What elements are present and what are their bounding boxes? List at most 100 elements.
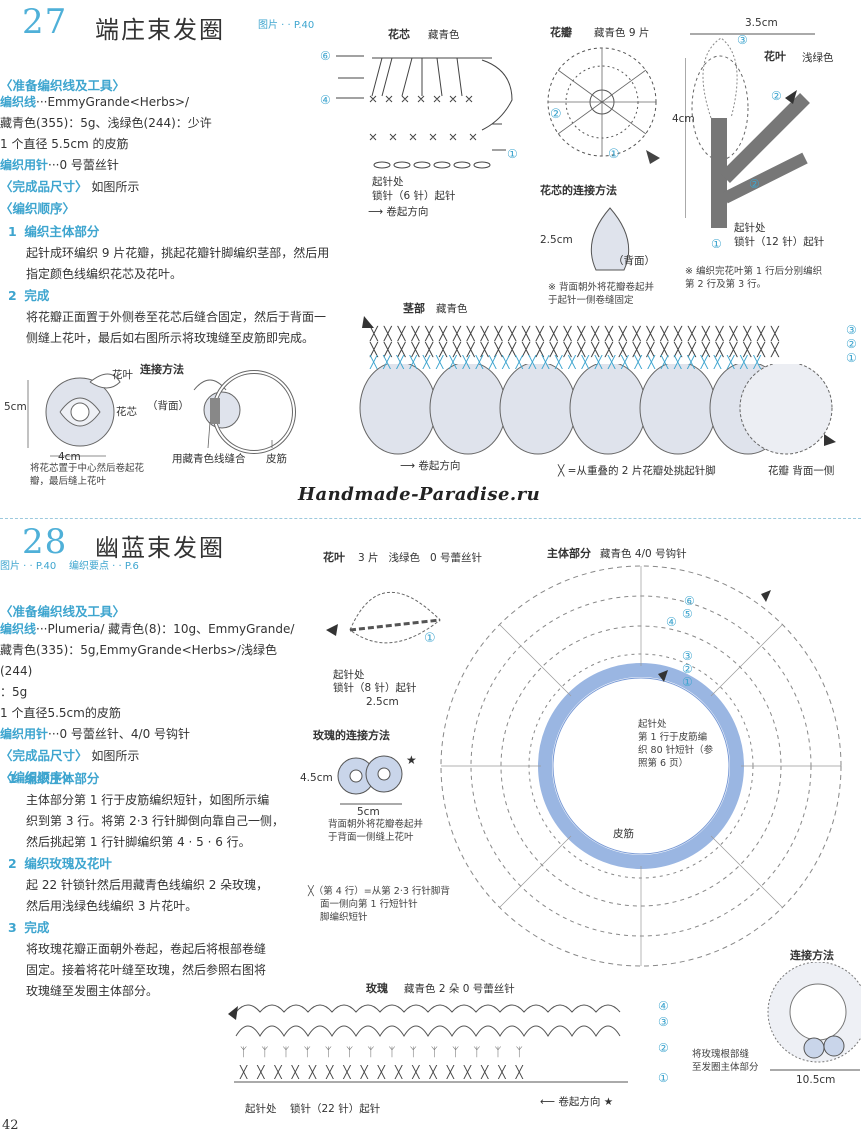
main-elastic: 皮筋 bbox=[613, 828, 634, 840]
svg-text:①: ① bbox=[424, 631, 436, 646]
leaf-title-28: 花叶 bbox=[323, 551, 345, 564]
lbl-5cm: 5cm bbox=[4, 401, 27, 413]
leaf-note-2: 第 2 行及第 3 行。 bbox=[685, 279, 767, 290]
s28-step2-title: 编织玫瑰及花叶 bbox=[24, 856, 112, 871]
stem-petal: 花瓣 背面一侧 bbox=[768, 465, 835, 477]
s28-step2-t2: 然后用浅绿色线编织 3 片花叶。 bbox=[26, 899, 198, 913]
petal-title: 花瓣 bbox=[550, 26, 572, 39]
s28-step1-t1: 主体部分第 1 行于皮筋编织短针，如图所示编 bbox=[26, 793, 270, 807]
svg-text:②: ② bbox=[846, 337, 857, 351]
section-divider bbox=[0, 518, 861, 519]
step2-title: 完成 bbox=[24, 288, 50, 303]
svg-text:①: ① bbox=[608, 147, 620, 162]
step2-text2: 侧缝上花叶，最后如右图所示将玫瑰缝至皮筋即完成。 bbox=[26, 331, 315, 345]
rose-45: 4.5cm bbox=[300, 772, 333, 784]
s28-step1-title: 编织主体部分 bbox=[24, 771, 100, 786]
leaf-chain-28: 锁针（8 针）起针 bbox=[333, 682, 417, 694]
steps-28: 1 编织主体部分 主体部分第 1 行于皮筋编织短针，如图所示编 织到第 3 行。… bbox=[8, 768, 308, 1002]
core-start: 起针处 bbox=[372, 176, 404, 188]
yarn-line3-28: ：5g bbox=[0, 685, 28, 699]
lbl-leaf: 花叶 bbox=[112, 369, 133, 381]
yarn-line2-28: 藏青色(335)：5g,EmmyGrande<Herbs>/浅绿色(244) bbox=[0, 643, 277, 678]
rose-conn-illustration: ★ bbox=[337, 753, 417, 805]
size-header: 〈完成品尺寸〉 bbox=[0, 179, 88, 194]
watermark: Handmade-Paradise.ru bbox=[298, 484, 541, 505]
rose-dir-text: 卷起方向 bbox=[558, 1096, 601, 1108]
materials-27: 编织线···EmmyGrande<Herbs>/ 藏青色(355)：5g、浅绿色… bbox=[0, 92, 350, 219]
svg-text:③: ③ bbox=[846, 323, 857, 337]
rose-info: 藏青色 2 朵 0 号蕾丝针 bbox=[404, 983, 515, 995]
svg-text:②: ② bbox=[771, 89, 782, 103]
photo-ref-27: 图片 · · P.40 bbox=[258, 20, 315, 31]
s28-step3-t1: 将玫瑰花瓣正面朝外卷起，卷起后将根部卷缝 bbox=[26, 942, 267, 956]
yarn-line4-28: 1 个直径5.5cm的皮筋 bbox=[0, 706, 121, 720]
rose-5cm: 5cm bbox=[357, 806, 380, 818]
svg-text:①: ① bbox=[507, 147, 518, 161]
step1-num: 1 bbox=[8, 224, 17, 239]
materials-header-27: 〈准备编织线及工具〉 bbox=[0, 78, 126, 93]
conn-note-2: 至发圈主体部分 bbox=[692, 1062, 759, 1073]
svg-text:③: ③ bbox=[737, 33, 748, 47]
yarn-label-28: 编织线 bbox=[0, 622, 37, 636]
lbl-back: （背面） bbox=[147, 400, 189, 412]
stem-dir: ⟶ 卷起方向 bbox=[400, 460, 461, 472]
svg-text:④: ④ bbox=[666, 615, 677, 629]
main-start-2: 第 1 行于皮筋编 bbox=[638, 732, 708, 743]
leaf-start-27: 起针处 bbox=[734, 222, 766, 234]
svg-text:④: ④ bbox=[320, 93, 331, 107]
pattern-title-27: 端庄束发圈 bbox=[95, 16, 225, 44]
leaf-chart-28: ① bbox=[326, 592, 441, 646]
needle-text: ···0 号蕾丝针 bbox=[48, 158, 119, 172]
core-dir-text: 卷起方向 bbox=[386, 206, 429, 218]
s28-step2-num: 2 bbox=[8, 856, 17, 871]
stem-dir-text: 卷起方向 bbox=[418, 460, 461, 472]
leaf-title-27: 花叶 bbox=[764, 50, 786, 63]
rose-note-1: 背面朝外将花瓣卷起并 bbox=[328, 819, 424, 830]
leaf-25-28: 2.5cm bbox=[366, 696, 399, 708]
x-note-1: ╳（第 4 行）=从第 2·3 行针脚背 bbox=[308, 886, 450, 897]
leaf-chart-27: ③ ② ② ① bbox=[685, 33, 815, 248]
petal-chart: ② ① bbox=[547, 47, 660, 164]
note-rose-1: 将花芯置于中心然后卷起花 bbox=[30, 463, 145, 474]
step1-title: 编织主体部分 bbox=[24, 224, 100, 239]
stem-color: 藏青色 bbox=[436, 303, 468, 315]
order-header-28: 〈编织顺序〉 bbox=[0, 770, 76, 785]
core-chart: ⑥ ④ ① bbox=[320, 49, 518, 169]
core-conn-title: 花芯的连接方法 bbox=[540, 184, 617, 197]
rose-start: 起针处 bbox=[245, 1103, 277, 1115]
yarn-text-28: ···Plumeria/ 藏青色(8)：10g、EmmyGrande/ bbox=[36, 622, 295, 636]
svg-text:╳╳╳╳╳╳╳╳╳╳╳╳╳╳╳╳╳╳╳╳╳╳╳╳╳╳╳╳╳╳: ╳╳╳╳╳╳╳╳╳╳╳╳╳╳╳╳╳╳╳╳╳╳╳╳╳╳╳╳╳╳ bbox=[369, 325, 785, 342]
conn-title-28: 连接方法 bbox=[790, 949, 834, 962]
core-dir: ⟶ 卷起方向 bbox=[368, 206, 429, 218]
s28-step3-t2: 固定。接着将花叶缝至玫瑰，然后参照右图将 bbox=[26, 963, 267, 977]
s28-step2-t1: 起 22 针锁针然后用藏青色线编织 2 朵玫瑰， bbox=[26, 878, 269, 892]
rose-chain: 锁针（22 针）起针 bbox=[290, 1103, 381, 1115]
conn-size-28: 10.5cm bbox=[796, 1074, 836, 1086]
note-rose: 将花芯置于中心然后卷起花 瓣，最后缝上花叶 bbox=[30, 462, 144, 488]
materials-28: 编织线···Plumeria/ 藏青色(8)：10g、EmmyGrande/ 藏… bbox=[0, 619, 300, 788]
materials-header-28: 〈准备编织线及工具〉 bbox=[0, 604, 126, 619]
petal-color: 藏青色 9 片 bbox=[594, 27, 650, 39]
svg-text:①: ① bbox=[658, 1071, 669, 1085]
needle-label: 编织用针 bbox=[0, 158, 49, 172]
main-ring-chart: ⑥ ⑤ ④ ③ ② ① bbox=[440, 565, 842, 967]
rose-title: 玫瑰 bbox=[366, 982, 388, 995]
svg-text:★: ★ bbox=[406, 753, 417, 767]
order-header: 〈编织顺序〉 bbox=[0, 201, 76, 216]
stem-chart: ╳╳╳╳╳╳╳╳╳╳╳╳╳╳╳╳╳╳╳╳╳╳╳╳╳╳╳╳╳╳ ╳╳╳╳╳╳╳╳╳… bbox=[359, 316, 857, 455]
pattern-title-28: 幽蓝束发圈 bbox=[95, 534, 225, 562]
leaf-info-28: 3 片 浅绿色 0 号蕾丝针 bbox=[358, 552, 483, 564]
step1-text1: 起针成环编织 9 片花瓣，挑起花瓣针脚编织茎部，然后用 bbox=[26, 246, 330, 260]
svg-text:①: ① bbox=[711, 237, 722, 248]
pattern-number-28: 28 bbox=[22, 522, 68, 562]
main-start-4: 照第 6 页） bbox=[638, 758, 689, 769]
s28-step3-num: 3 bbox=[8, 920, 17, 935]
yarn-line2: 藏青色(355)：5g、浅绿色(244)：少许 bbox=[0, 116, 212, 130]
rose-conn-title: 玫瑰的连接方法 bbox=[313, 729, 390, 742]
svg-text:①: ① bbox=[846, 351, 857, 365]
ring-connection-illustration bbox=[767, 962, 861, 1071]
s28-step1-t2: 织到第 3 行。将第 2·3 行针脚倒向靠自己一侧， bbox=[26, 814, 284, 828]
rose-chart: ╳╳╳╳╳╳╳╳╳╳╳╳╳╳╳╳╳ ᛉᛉᛉᛉᛉᛉᛉᛉᛉᛉᛉᛉᛉᛉ ④ ③ ② ① bbox=[228, 999, 669, 1085]
s28-step3-t3: 玫瑰缝至发圈主体部分。 bbox=[26, 984, 159, 998]
step2-num: 2 bbox=[8, 288, 17, 303]
